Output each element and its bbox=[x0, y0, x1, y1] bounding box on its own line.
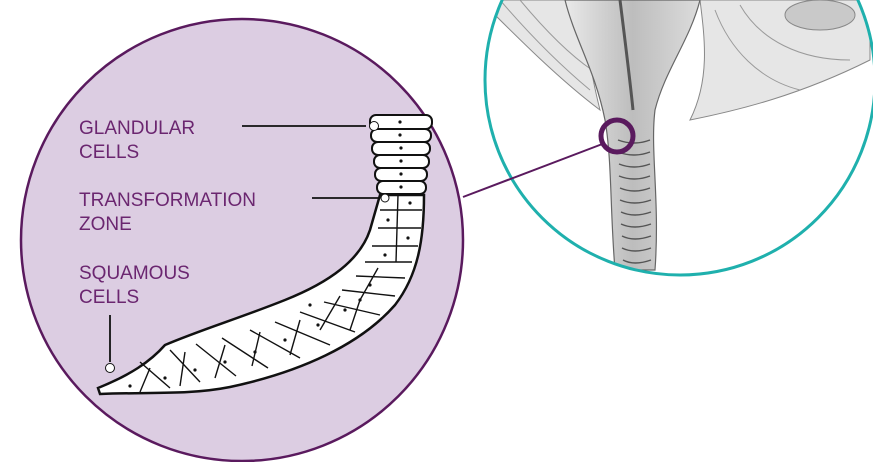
label-glandular-line1: GLANDULAR bbox=[79, 118, 195, 139]
anatomy-inset bbox=[470, 0, 873, 280]
label-squamous-line2: CELLS bbox=[79, 287, 139, 308]
label-squamous-line1: SQUAMOUS bbox=[79, 263, 190, 284]
label-transformation-line1: TRANSFORMATION bbox=[79, 190, 256, 211]
glandular-cell-column bbox=[370, 115, 432, 194]
label-transformation-line2: ZONE bbox=[79, 214, 132, 235]
marker-squamous bbox=[106, 364, 115, 373]
marker-glandular bbox=[370, 122, 379, 131]
marker-transformation bbox=[381, 194, 389, 202]
label-glandular-line2: CELLS bbox=[79, 142, 139, 163]
